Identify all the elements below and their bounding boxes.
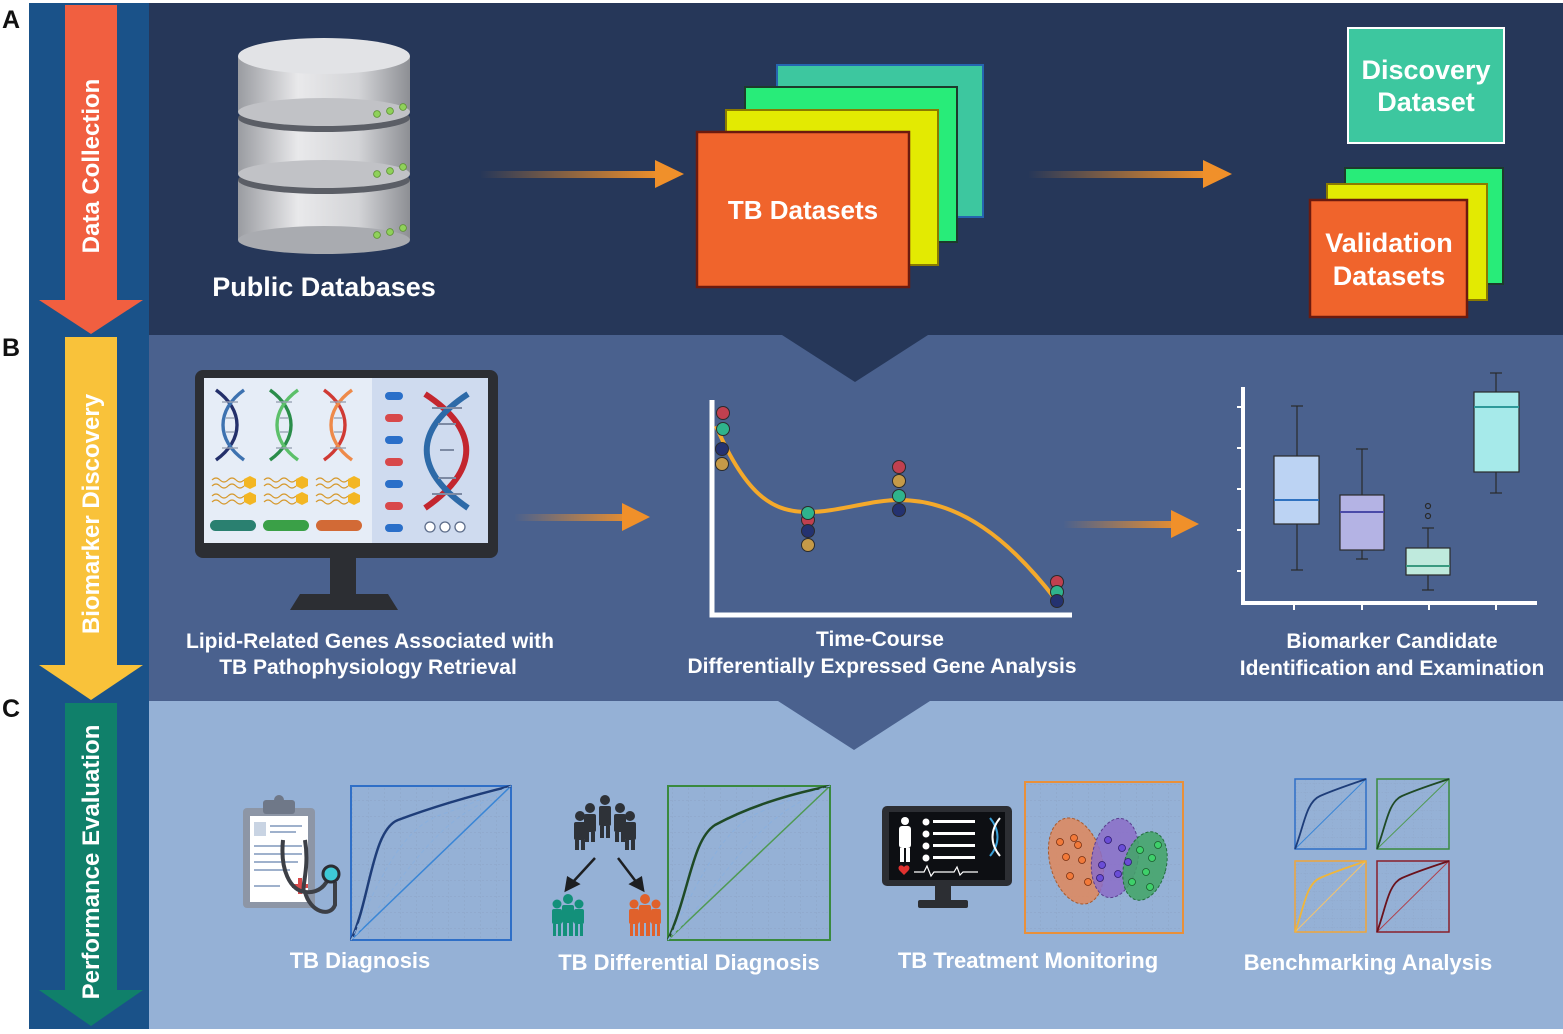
biomarker-caption-line1: Biomarker Candidate: [1286, 630, 1497, 653]
box-plot: [1237, 372, 1537, 610]
flow-arrow-b1: [514, 503, 650, 531]
time-course-plot: [709, 400, 1072, 618]
discovery-label-line1: Discovery: [1361, 55, 1490, 85]
lipid-caption-line1: Lipid-Related Genes Associated with: [186, 630, 554, 653]
flow-arrow-a2: [1028, 160, 1232, 188]
clipboard-icon: [243, 795, 315, 908]
tb-differential-label: TB Differential Diagnosis: [558, 950, 820, 975]
stage-label-a: Data Collection: [78, 79, 105, 254]
stage-label-b: Biomarker Discovery: [78, 393, 105, 634]
validation-datasets-stack: Validation Datasets: [1308, 167, 1504, 319]
discovery-dataset-card: Discovery Dataset: [1347, 27, 1505, 144]
flow-arrow-b2: [1063, 510, 1199, 538]
stage-arrow-b: Biomarker Discovery: [39, 337, 143, 700]
benchmarking-label: Benchmarking Analysis: [1244, 950, 1493, 975]
benchmark-roc-3: [1294, 860, 1367, 933]
stage-label-c: Performance Evaluation: [78, 725, 105, 1000]
public-databases-label: Public Databases: [212, 272, 436, 302]
dna-icon: [214, 388, 354, 462]
panel-letter-b: B: [2, 334, 20, 362]
validation-label-line2: Datasets: [1333, 261, 1446, 291]
monitor-icon: [195, 370, 498, 610]
tb-datasets-stack: TB Datasets: [695, 64, 984, 289]
timecourse-caption-line1: Time-Course: [816, 628, 944, 651]
band-b-pointer: [778, 701, 930, 750]
benchmark-roc-1: [1294, 778, 1367, 850]
people-icon: [552, 795, 661, 936]
benchmark-roc-2: [1376, 778, 1450, 850]
biomarker-caption-line2: Identification and Examination: [1240, 657, 1545, 680]
ecg-monitor-icon: [882, 806, 1012, 908]
stage-arrow-c: Performance Evaluation: [39, 703, 143, 1026]
stethoscope-icon: [280, 839, 341, 914]
panel-letter-a: A: [2, 6, 20, 34]
lipid-caption-line2: TB Pathophysiology Retrieval: [219, 656, 517, 679]
validation-label-line1: Validation: [1325, 228, 1453, 258]
tb-diagnosis-label: TB Diagnosis: [290, 948, 431, 973]
flow-arrow-a1: [480, 160, 684, 188]
panel-letter-c: C: [2, 695, 20, 723]
band-a-pointer: [782, 335, 928, 382]
roc-plot-differential: [666, 784, 831, 941]
stage-arrow-a: Data Collection: [39, 5, 143, 334]
tb-treatment-label: TB Treatment Monitoring: [898, 948, 1158, 973]
tb-datasets-label: TB Datasets: [728, 195, 878, 225]
roc-plot-diagnosis: [349, 784, 512, 941]
benchmark-roc-4: [1376, 860, 1450, 933]
timecourse-caption-line2: Differentially Expressed Gene Analysis: [687, 655, 1076, 678]
discovery-label-line2: Dataset: [1377, 87, 1475, 117]
cluster-plot: [1024, 781, 1184, 934]
database-icon: [238, 38, 410, 254]
